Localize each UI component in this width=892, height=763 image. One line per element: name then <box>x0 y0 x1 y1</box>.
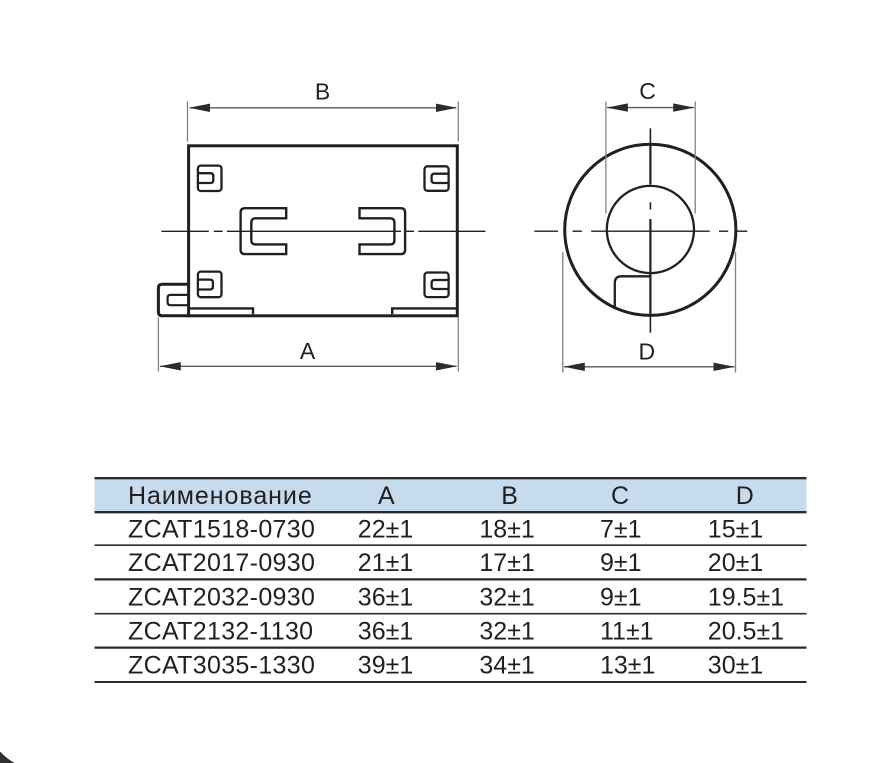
svg-text:15±1: 15±1 <box>708 516 763 544</box>
svg-text:D: D <box>638 339 655 365</box>
svg-text:9±1: 9±1 <box>600 583 642 611</box>
svg-text:32±1: 32±1 <box>479 618 534 646</box>
svg-text:ZCAT1518-0730: ZCAT1518-0730 <box>128 516 315 544</box>
svg-text:13±1: 13±1 <box>600 652 655 680</box>
svg-text:36±1: 36±1 <box>358 583 413 611</box>
svg-text:22±1: 22±1 <box>358 516 413 544</box>
svg-text:30±1: 30±1 <box>708 652 763 680</box>
svg-text:D: D <box>736 482 754 510</box>
svg-text:C: C <box>611 482 629 510</box>
svg-text:A: A <box>300 338 316 364</box>
svg-text:ZCAT2017-0930: ZCAT2017-0930 <box>128 549 315 577</box>
svg-text:32±1: 32±1 <box>479 583 534 611</box>
svg-text:9±1: 9±1 <box>600 549 642 577</box>
svg-text:39±1: 39±1 <box>358 652 413 680</box>
svg-text:ZCAT3035-1330: ZCAT3035-1330 <box>128 652 315 680</box>
svg-text:Наименование: Наименование <box>128 482 313 510</box>
svg-text:20±1: 20±1 <box>708 549 763 577</box>
svg-text:34±1: 34±1 <box>479 652 534 680</box>
svg-text:21±1: 21±1 <box>358 549 413 577</box>
svg-text:ZCAT2032-0930: ZCAT2032-0930 <box>128 583 315 611</box>
svg-text:36±1: 36±1 <box>358 618 413 646</box>
svg-text:C: C <box>639 78 656 104</box>
svg-text:17±1: 17±1 <box>479 549 534 577</box>
svg-text:20.5±1: 20.5±1 <box>708 618 784 646</box>
svg-text:19.5±1: 19.5±1 <box>708 583 784 611</box>
svg-text:18±1: 18±1 <box>479 516 534 544</box>
svg-text:ZCAT2132-1130: ZCAT2132-1130 <box>128 618 313 646</box>
svg-text:11±1: 11±1 <box>600 618 654 646</box>
svg-text:B: B <box>315 79 330 105</box>
svg-text:B: B <box>501 482 518 510</box>
svg-text:A: A <box>378 482 395 510</box>
svg-text:7±1: 7±1 <box>600 516 642 544</box>
